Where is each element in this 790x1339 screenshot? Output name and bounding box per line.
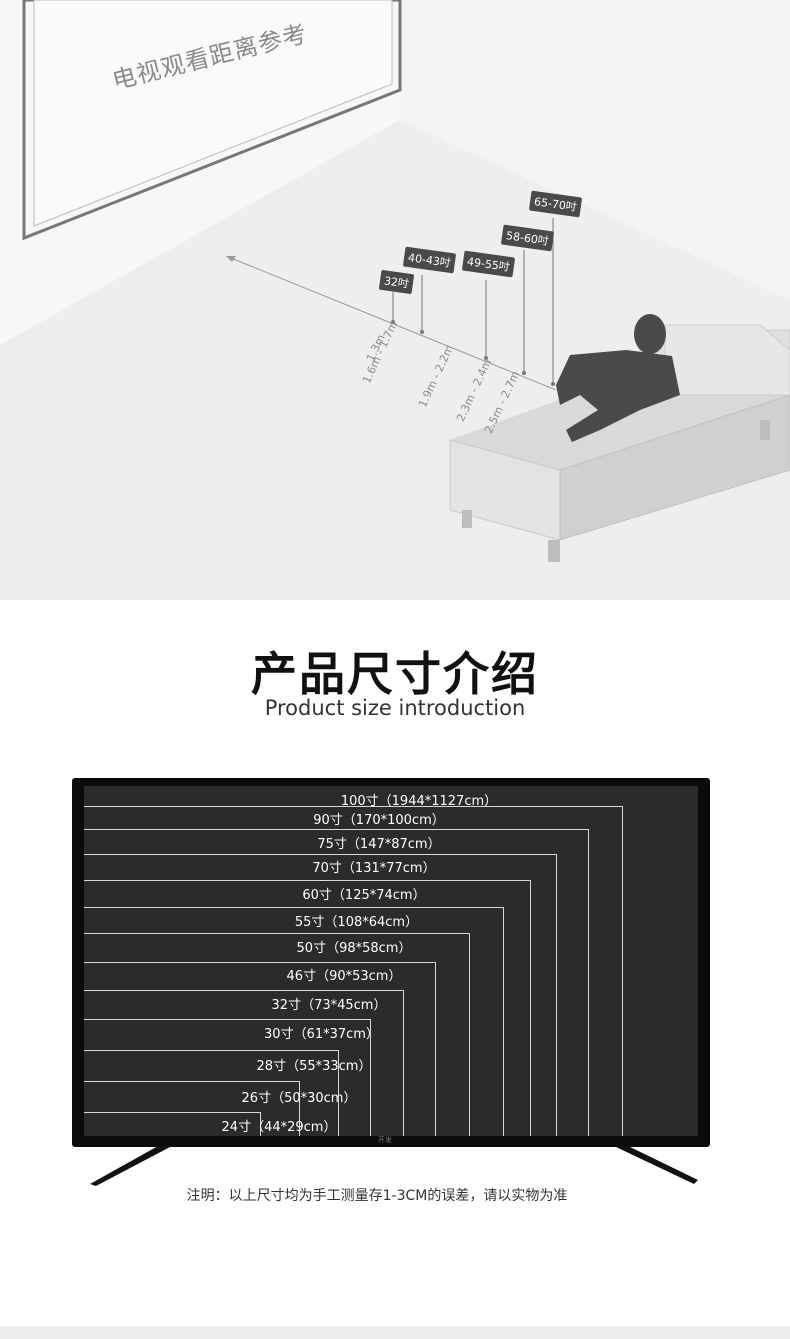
size-outline-55 [84, 907, 504, 1136]
section-subtitle: Product size introduction [264, 696, 526, 720]
size-label-30: 30寸（61*37cm） [264, 1027, 379, 1042]
size-label-55: 55寸（108*64cm） [294, 915, 419, 930]
tv-stand-right [614, 1146, 698, 1184]
size-label-46: 46寸（90*53cm） [286, 969, 402, 984]
size-outline-75 [84, 829, 589, 1136]
size-label-75: 75寸（147*87cm） [317, 837, 441, 852]
size-label-32: 32寸（73*45cm） [271, 998, 387, 1013]
size-outline-26 [84, 1081, 300, 1136]
size-outline-24 [84, 1112, 261, 1136]
size-outline-32 [84, 990, 404, 1136]
size-label-26: 26寸（50*30cm） [241, 1091, 357, 1106]
size-outline-28 [84, 1050, 339, 1136]
size-label-24: 24寸（44*29cm） [221, 1120, 337, 1135]
size-label-90: 90寸（170*100cm） [313, 813, 445, 828]
tv-logo: 开发 [378, 1136, 392, 1144]
room-illustration [0, 0, 790, 600]
tv-screen [84, 786, 698, 1136]
size-label-50: 50寸（98*58cm） [296, 941, 412, 956]
size-outline-30 [84, 1019, 371, 1136]
bottom-divider [0, 1326, 790, 1339]
size-outline-50 [84, 933, 470, 1136]
size-outline-70 [84, 854, 557, 1136]
size-label-100: 100寸（1944*1127cm） [340, 794, 498, 809]
size-label-70: 70寸（131*77cm） [312, 861, 436, 876]
tv-stand-left [90, 1146, 172, 1186]
section-title: 产品尺寸介绍 [251, 647, 539, 701]
size-outline-90 [84, 806, 623, 1136]
viewing-distance-scene: 电视观看距离参考 65-70吋 58-60吋 49-55吋 40-43吋 32吋… [0, 0, 790, 600]
size-outline-46 [84, 962, 436, 1136]
size-label-60: 60寸（125*74cm） [302, 888, 426, 903]
measurement-note: 注明：以上尺寸均为手工测量存1-3CM的误差，请以实物为准 [186, 1188, 568, 1204]
size-label-28: 28寸（55*33cm） [256, 1059, 372, 1074]
size-outline-60 [84, 880, 531, 1136]
